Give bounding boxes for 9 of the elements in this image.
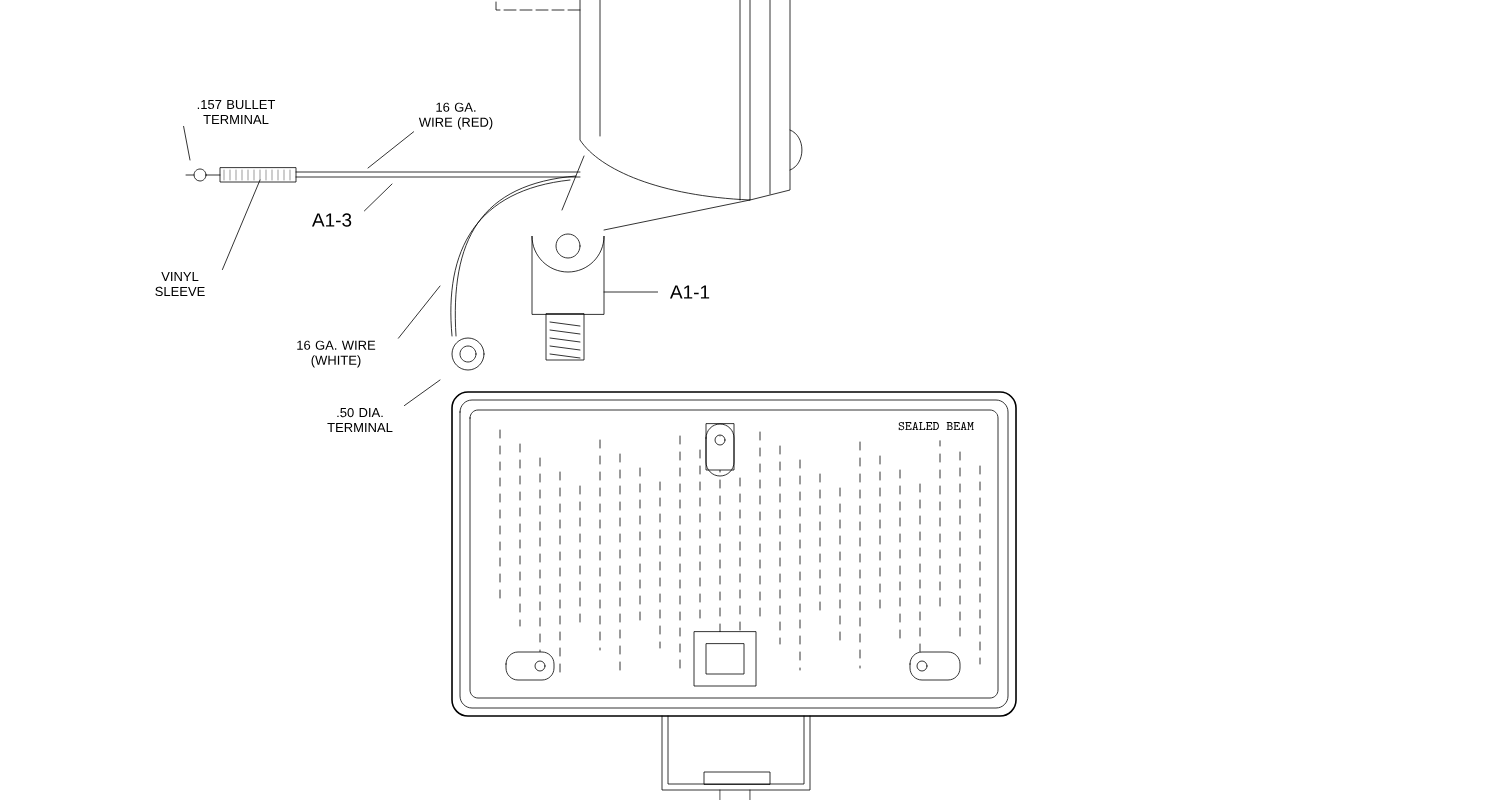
leader-line [404,379,441,406]
leader-line [367,131,414,169]
leader-line [398,285,441,339]
leader-line [183,125,191,161]
leader-line [364,183,393,212]
leader-line [222,179,261,270]
part-label: A1-1 [669,285,710,299]
part-label: A1-3 [311,213,352,227]
leader-line [603,291,658,293]
